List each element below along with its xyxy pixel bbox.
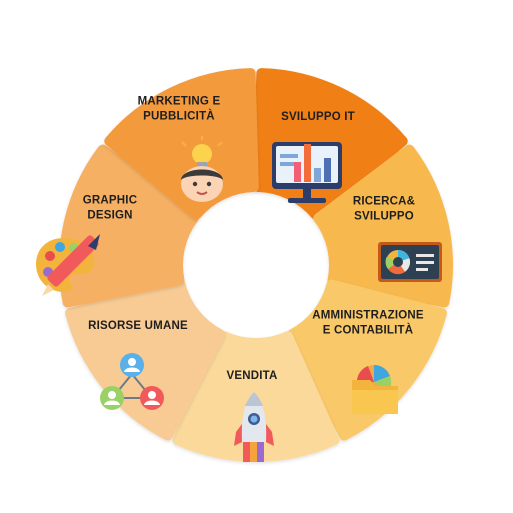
label-sviluppo-it: SVILUPPO IT [281,111,355,123]
label-marketing-pubblicita: MARKETING E PUBBLICITÀ [138,96,221,123]
label-line: SVILUPPO IT [281,111,355,123]
label-line: PUBBLICITÀ [143,110,215,123]
idea-head-icon [181,136,223,202]
label-line: GRAPHIC [83,195,137,207]
folder-pie-icon [352,364,398,414]
label-line: SVILUPPO [354,211,414,223]
label-amministrazione-contabilita: AMMINISTRAZIONE E CONTABILITÀ [312,310,424,337]
label-line: RICERCA& [353,196,415,208]
label-risorse-umane: RISORSE UMANE [88,320,188,332]
monitor-chart-icon [272,142,342,203]
segment-risorse-umane [65,279,226,441]
label-graphic-design: GRAPHIC DESIGN [83,195,137,222]
label-ricerca-sviluppo: RICERCA&SVILUPPO [353,196,415,223]
segment-amministrazione-contabilita [286,279,447,441]
label-line: VENDITA [226,370,277,382]
pen-palette-icon [36,234,100,296]
label-line: AMMINISTRAZIONE [312,310,424,322]
label-line: RISORSE UMANE [88,320,188,332]
label-line: MARKETING E [138,96,221,108]
label-line: DESIGN [87,210,132,222]
label-line: E CONTABILITÀ [323,324,414,337]
label-vendita: VENDITA [226,370,277,382]
rocket-icon [234,392,274,462]
pie-chart-board-icon [378,242,442,282]
team-network-icon [100,353,164,410]
